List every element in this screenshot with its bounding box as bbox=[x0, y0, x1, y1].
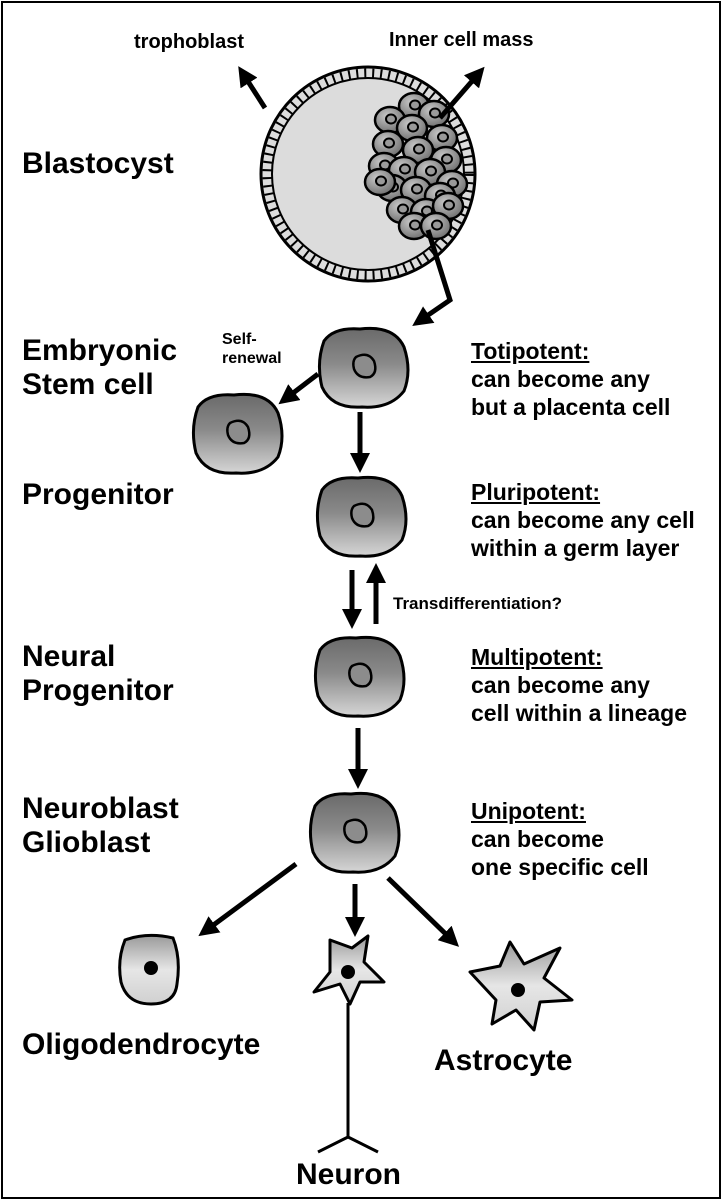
trophoblast-label: trophoblast bbox=[134, 31, 244, 53]
astrocyte-label: Astrocyte bbox=[434, 1044, 573, 1077]
stage-embryonic-line2: Stem cell bbox=[22, 367, 154, 401]
neural-progenitor-cell bbox=[313, 635, 406, 718]
oligodendrocyte-label: Oligodendrocyte bbox=[22, 1028, 261, 1061]
arrow-to-oligodendrocyte bbox=[198, 861, 298, 937]
multipotent-line2: cell within a lineage bbox=[471, 700, 688, 727]
arrow-trophoblast bbox=[238, 66, 268, 110]
arrow-icm-to-esc bbox=[412, 229, 453, 326]
neuroblast-cell bbox=[308, 791, 401, 874]
unipotent-line2: one specific cell bbox=[471, 854, 649, 881]
inner-cell-mass bbox=[363, 91, 469, 241]
totipotent-heading: Totipotent: bbox=[471, 338, 590, 364]
icm-cell bbox=[399, 175, 433, 205]
self-renewal-label: Self- renewal bbox=[222, 330, 282, 368]
icm-cell bbox=[419, 211, 453, 241]
multipotent-description: Multipotent: can become any cell within … bbox=[471, 643, 687, 727]
oligodendrocyte-cell bbox=[118, 933, 180, 1006]
unipotent-line1: can become bbox=[471, 826, 604, 853]
stage-neural-progenitor: Neural Progenitor bbox=[22, 640, 174, 707]
stage-neuroblast-line2: Glioblast bbox=[22, 825, 151, 859]
self-renewal-line2: renewal bbox=[222, 350, 282, 368]
stage-neuroblast-line1: Neuroblast bbox=[22, 792, 179, 825]
arrow-to-astrocyte bbox=[386, 876, 460, 947]
self-renewal-cell bbox=[191, 392, 284, 475]
stage-embryonic-stem-cell: Embryonic Stem cell bbox=[22, 334, 177, 401]
unipotent-heading: Unipotent: bbox=[471, 798, 586, 824]
arrow-self-renewal bbox=[278, 372, 320, 405]
pluripotent-description: Pluripotent: can become any cell within … bbox=[471, 478, 695, 562]
stage-neuroblast-glioblast: Neuroblast Glioblast bbox=[22, 792, 179, 859]
transdifferentiation-label: Transdifferentiation? bbox=[393, 594, 563, 613]
pluripotent-heading: Pluripotent: bbox=[471, 479, 601, 505]
self-renewal-line1: Self- bbox=[222, 331, 257, 348]
totipotent-line2: but a placenta cell bbox=[471, 394, 671, 421]
icm-cell bbox=[363, 167, 397, 197]
stage-neural-line1: Neural bbox=[22, 640, 116, 673]
astrocyte-cell bbox=[468, 940, 574, 1032]
totipotent-line1: can become any bbox=[471, 366, 650, 393]
inner-cell-mass-label: Inner cell mass bbox=[389, 29, 534, 51]
neuron-cell bbox=[312, 934, 386, 1154]
pluripotent-line2: within a germ layer bbox=[471, 535, 680, 562]
blastocyst-graphic bbox=[259, 65, 477, 283]
stage-embryonic-line1: Embryonic bbox=[22, 334, 178, 367]
unipotent-description: Unipotent: can become one specific cell bbox=[471, 797, 649, 881]
multipotent-line1: can become any bbox=[471, 672, 650, 699]
neuron-label: Neuron bbox=[296, 1158, 401, 1191]
arrow-inner-cell-mass bbox=[438, 66, 485, 120]
stage-blastocyst: Blastocyst bbox=[22, 147, 174, 180]
embryonic-stem-cell bbox=[317, 326, 410, 409]
stage-neural-line2: Progenitor bbox=[22, 673, 174, 707]
multipotent-heading: Multipotent: bbox=[471, 644, 603, 670]
stage-progenitor: Progenitor bbox=[22, 478, 174, 511]
trophoblast-layer bbox=[262, 68, 474, 280]
totipotent-description: Totipotent: can become any but a placent… bbox=[471, 337, 670, 421]
progenitor-cell bbox=[315, 475, 408, 558]
pluripotent-line1: can become any cell bbox=[471, 507, 695, 534]
